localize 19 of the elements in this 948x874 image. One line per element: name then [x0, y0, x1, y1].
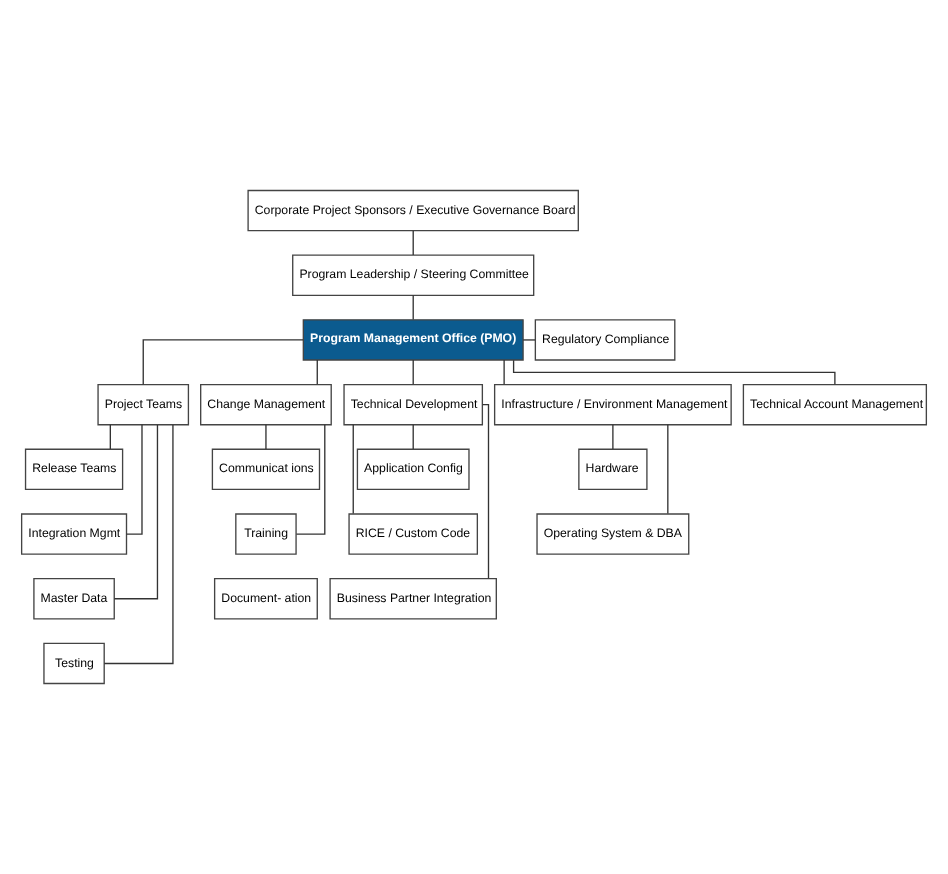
connector	[522, 339, 536, 341]
connector	[612, 424, 614, 450]
connector	[113, 424, 159, 600]
connector	[109, 424, 111, 450]
connector	[316, 359, 318, 385]
connector	[352, 424, 354, 515]
connector	[512, 359, 836, 386]
connector	[125, 424, 143, 535]
connector	[295, 424, 326, 535]
connector	[412, 230, 414, 256]
connector	[667, 424, 669, 515]
connector	[412, 294, 414, 321]
connector	[503, 359, 505, 385]
connector	[481, 403, 490, 579]
connector	[412, 424, 414, 450]
connector	[412, 359, 414, 385]
connector	[103, 424, 174, 665]
connector	[265, 424, 267, 450]
connector	[142, 339, 304, 386]
